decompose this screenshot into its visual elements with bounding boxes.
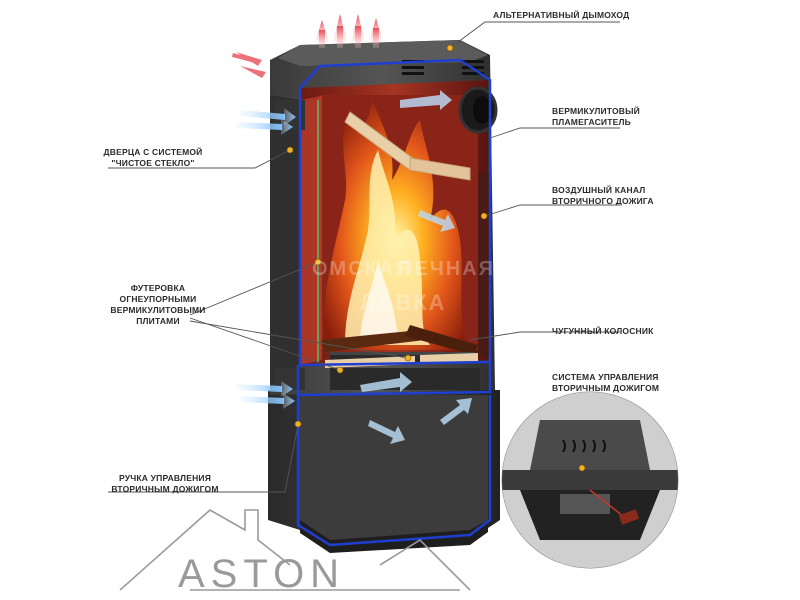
label-secondary-combustion-handle: РУЧКА УПРАВЛЕНИЯ ВТОРИЧНЫМ ДОЖИГОМ (111, 473, 219, 494)
callout-lines (108, 21, 620, 493)
label-clean-glass-door: ДВЕРЦА С СИСТЕМОЙ "ЧИСТОЕ СТЕКЛО" (103, 147, 203, 168)
aston-logo-text: ASTON (178, 552, 346, 596)
label-secondary-combustion-control: СИСТЕМА УПРАВЛЕНИЯ ВТОРИЧНЫМ ДОЖИГОМ (552, 372, 660, 393)
hot-air-arrows (315, 14, 383, 48)
cold-air-arrows (236, 108, 296, 409)
label-cast-iron-grate: ЧУГУННЫЙ КОЛОСНИК (552, 326, 654, 336)
stove-pedestal (268, 390, 500, 553)
aston-logo (119, 509, 471, 591)
callout-dots (286, 44, 488, 428)
label-alternative-chimney: АЛЬТЕРНАТИВНЫЙ ДЫМОХОД (493, 10, 630, 20)
control-system-magnifier (501, 391, 679, 569)
stove-body (270, 40, 498, 397)
label-vermiculite-lining: ФУТЕРОВКА ОГНЕУПОРНЫМИ ВЕРМИКУЛИТОВЫМИ П… (110, 283, 206, 326)
hot-air-side-arrows (231, 52, 266, 78)
glass-door (300, 96, 322, 365)
label-vermiculite-baffle: ВЕРМИКУЛИТОВЫЙ ПЛАМЕГАСИТЕЛЬ (552, 106, 640, 127)
internal-airflow-arrows (360, 90, 472, 444)
label-secondary-air-channel: ВОЗДУШНЫЙ КАНАЛ ВТОРИЧНОГО ДОЖИГА (552, 185, 654, 206)
